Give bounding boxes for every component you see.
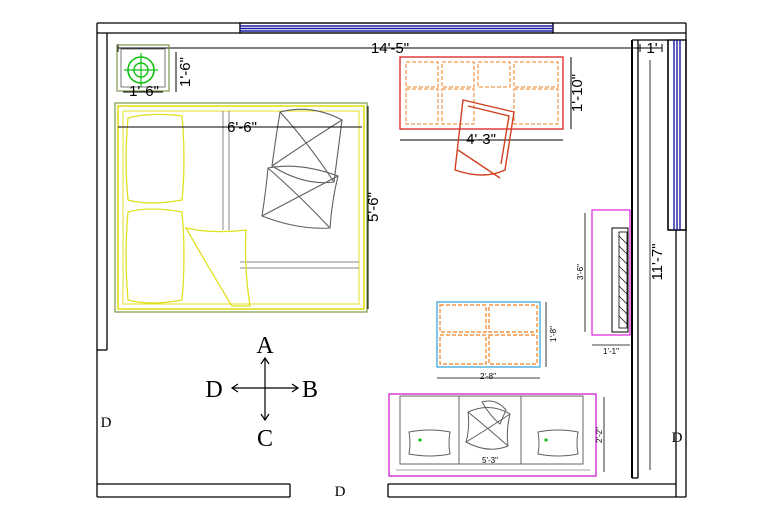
coffee-table: [436, 301, 541, 368]
sofa-pillows: [408, 400, 579, 457]
plant-width-label: 1'-6": [129, 83, 159, 100]
bed-length-label: 5'-6": [365, 192, 382, 222]
plant: [116, 44, 170, 92]
bed-width-label: 6'-6": [227, 119, 257, 136]
bed: [114, 102, 368, 313]
walls: [96, 22, 687, 498]
bed-throw-pillows: [261, 108, 343, 229]
door-bottom-label: D: [335, 484, 346, 500]
compass-west-label: D: [205, 377, 222, 403]
room-width-label: 14'-5": [371, 40, 409, 57]
door-right-label: D: [672, 430, 683, 446]
compass-east-label: B: [302, 377, 318, 403]
compass: [230, 356, 300, 422]
desk-width-label: 4'-3": [466, 131, 496, 148]
tv-unit-length-label: 3'-6": [576, 264, 585, 280]
room-length-label: 11'-7": [649, 243, 666, 280]
sofa: [388, 393, 597, 477]
compass-north-label: A: [256, 333, 274, 359]
sofa-pillow-accent-icon: [418, 438, 422, 442]
tv-unit-depth-label: 1'-1": [603, 347, 619, 356]
desk-chair: [454, 99, 515, 179]
sofa-pillow-accent-icon: [544, 438, 548, 442]
table-depth-label: 1'-8": [549, 326, 558, 342]
door-left-label: D: [101, 415, 112, 431]
sofa-depth-label: 2'-2": [595, 427, 604, 443]
table-width-label: 2'-8": [480, 372, 496, 381]
sofa-width-label: 5'-3": [482, 456, 498, 465]
window-top: [239, 22, 554, 34]
plant-height-label: 1'-6": [177, 57, 194, 87]
right-offset-label: 1': [646, 40, 657, 57]
tv-unit: [591, 209, 631, 336]
desk: [399, 56, 564, 130]
window-right: [667, 39, 687, 231]
desk-depth-label: 1'-10": [569, 74, 586, 112]
room-width-dimension: [117, 44, 663, 52]
compass-south-label: C: [257, 426, 273, 452]
